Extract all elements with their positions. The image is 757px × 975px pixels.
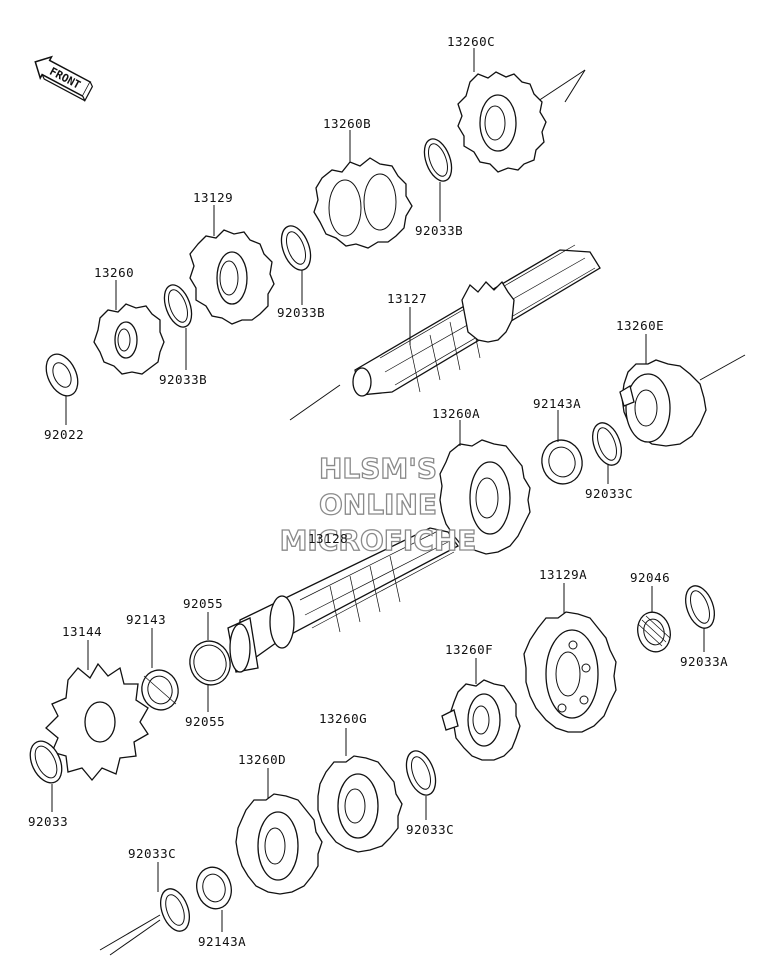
- gear-13260b: [313, 157, 413, 249]
- label-92055: 92055: [183, 596, 223, 611]
- circlip-92033b: [423, 138, 453, 182]
- label-13144: 13144: [62, 624, 102, 639]
- circlip-92033b: [280, 225, 312, 271]
- label-92033c: 92033C: [585, 486, 633, 501]
- axis-line: [99, 914, 161, 951]
- label-92143: 92143: [126, 612, 166, 627]
- front-arrow-icon: FRONT: [34, 55, 94, 103]
- label-13260c: 13260C: [447, 34, 495, 49]
- axis-line: [534, 69, 586, 104]
- watermark-line3: MICROFICHE: [280, 524, 477, 557]
- label-13260f: 13260F: [445, 642, 493, 657]
- gear-13260g: [317, 755, 403, 853]
- gear-13129: [189, 229, 275, 325]
- label-92033b: 92033B: [415, 223, 463, 238]
- circlip-92033c: [592, 422, 622, 466]
- label-13260d: 13260D: [238, 752, 286, 767]
- circlip-92033c: [160, 888, 190, 932]
- collar-92143a: [196, 866, 232, 910]
- circlip-92033b: [163, 284, 193, 328]
- label-13129: 13129: [193, 190, 233, 205]
- gear-13260c: [457, 71, 547, 173]
- gear-13129a: [523, 611, 617, 733]
- gear-13260: [93, 303, 165, 375]
- label-92033c: 92033C: [128, 846, 176, 861]
- shaft-13128: [227, 527, 459, 673]
- label-13129a: 13129A: [539, 567, 587, 582]
- label-13260: 13260: [94, 265, 134, 280]
- sprocket-13144: [45, 662, 149, 782]
- label-92033b: 92033B: [277, 305, 325, 320]
- circlip-92033: [29, 740, 63, 784]
- watermark-line1: HLSM'S: [319, 452, 437, 485]
- gear-13260a: [439, 439, 531, 555]
- label-92046: 92046: [630, 570, 670, 585]
- washer-92022: [45, 353, 79, 397]
- label-92033: 92033: [28, 814, 68, 829]
- gear-13260d: [235, 793, 323, 895]
- label-13260e: 13260E: [616, 318, 664, 333]
- label-13128: 13128: [308, 531, 348, 546]
- circlip-92033a: [685, 585, 715, 629]
- part-labels: 13260C 13260B 92033B 13129 92033B 13260 …: [28, 34, 728, 949]
- label-13127: 13127: [387, 291, 427, 306]
- o-ring-92055: [189, 640, 231, 686]
- axis-line: [564, 69, 586, 103]
- gear-13260f: [441, 679, 521, 761]
- collar-92143a: [541, 439, 583, 485]
- label-92022: 92022: [44, 427, 84, 442]
- label-92055: 92055: [185, 714, 225, 729]
- label-13260b: 13260B: [323, 116, 371, 131]
- circlip-92033c: [405, 750, 437, 796]
- label-92143a: 92143A: [198, 934, 246, 949]
- collar-92143: [141, 669, 179, 711]
- label-13260g: 13260G: [319, 711, 367, 726]
- label-92033b: 92033B: [159, 372, 207, 387]
- gear-13260e: [619, 359, 707, 447]
- shaft-13127: [352, 244, 601, 397]
- label-92033a: 92033A: [680, 654, 728, 669]
- axis-line: [289, 384, 341, 421]
- leader-lines: [51, 48, 705, 932]
- label-13260a: 13260A: [432, 406, 480, 421]
- axis-line: [699, 354, 746, 381]
- bearing-92046: [637, 611, 671, 653]
- watermark: HLSM'S ONLINE MICROFICHE: [279, 451, 477, 557]
- label-92033c: 92033C: [406, 822, 454, 837]
- axis-line: [109, 919, 161, 956]
- label-92143a: 92143A: [533, 396, 581, 411]
- watermark-line2: ONLINE: [319, 488, 437, 521]
